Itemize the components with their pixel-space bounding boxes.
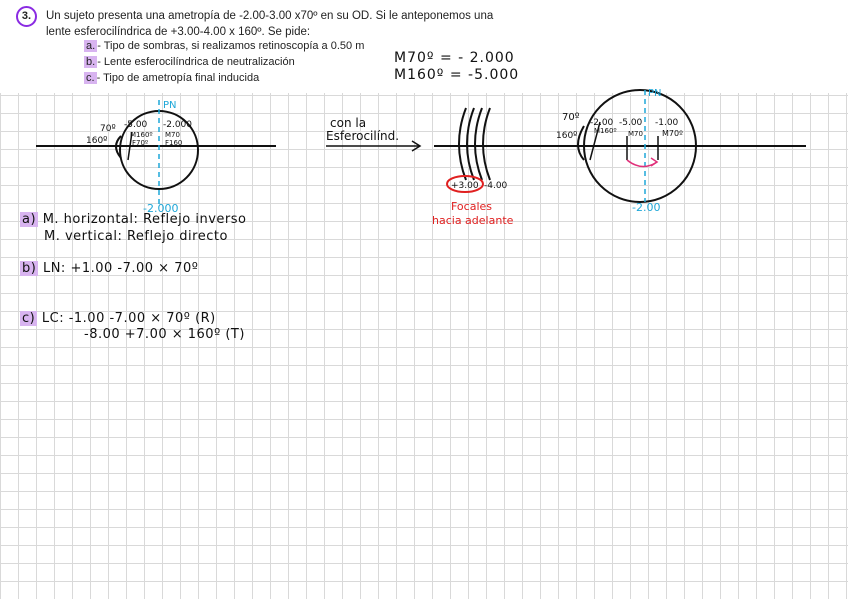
lens-curve-2	[466, 107, 475, 181]
right-m70b: M70º	[662, 129, 683, 138]
left-m70: M70	[165, 131, 180, 139]
problem-statement: Un sujeto presenta una ametropía de -2.0…	[46, 8, 516, 40]
lens-focales: Focales	[451, 200, 492, 213]
statement-line-2: lente esferocilíndrica de +3.00-4.00 x 1…	[46, 26, 311, 38]
problem-items: a.- Tipo de sombras, si realizamos retin…	[84, 38, 364, 86]
meridian-160: M160º = -5.000	[394, 67, 520, 83]
answer-c-line-2: -8.00 +7.00 × 160º (T)	[84, 327, 245, 342]
left-cornea	[115, 135, 122, 159]
left-deg160: 160º	[86, 136, 107, 146]
right-val-500: -5.00	[619, 118, 643, 128]
right-deg70: 70º	[562, 112, 580, 123]
lens-val-300: +3.00	[451, 181, 479, 191]
left-val-2000: -2.000	[163, 120, 192, 130]
left-f70: F70º	[132, 139, 148, 147]
left-m160: M160º	[130, 131, 153, 139]
arrow-text-1: con la	[330, 116, 366, 130]
answer-a-line-2: M. vertical: Reflejo directo	[44, 229, 228, 244]
answer-a-line-1: a) M. horizontal: Reflejo inverso	[20, 212, 247, 227]
right-eye-circle	[583, 89, 697, 203]
right-m160: M160º	[594, 127, 617, 135]
lens-curve-1	[458, 107, 467, 181]
right-meridian-mark	[589, 121, 601, 161]
header-area	[0, 0, 848, 93]
answer-b: b) LN: +1.00 -7.00 × 70º	[20, 261, 199, 276]
lens-highlight-circle	[446, 175, 484, 193]
left-bottom-value: -2.000	[143, 202, 178, 215]
answer-c-line-1: c) LC: -1.00 -7.00 × 70º (R)	[20, 311, 216, 326]
left-meridian-mark	[127, 131, 133, 161]
right-val-100: -1.00	[655, 118, 679, 128]
right-deg160: 160º	[556, 131, 577, 141]
item-c: c.- Tipo de ametropía final inducida	[84, 72, 260, 84]
right-pn-label: PN	[648, 88, 662, 99]
left-val-500: -5.00	[124, 120, 148, 130]
left-f160: F160	[165, 139, 182, 147]
right-shift-arrowhead-icon	[650, 157, 659, 167]
right-m70: M70	[628, 130, 643, 138]
arrow-head-icon	[411, 140, 422, 152]
lens-curve-4	[482, 107, 491, 181]
meridian-values: M70º = - 2.000 M160º = -5.000	[394, 50, 519, 84]
arrow-text-2: Esferocilínd.	[326, 129, 399, 143]
lens-val-400: -4.00	[484, 181, 508, 191]
item-b: b.- Lente esferocilíndrica de neutraliza…	[84, 56, 295, 68]
right-val-200a: -2.00	[590, 118, 614, 128]
lens-curve-3	[474, 107, 483, 181]
right-bottom-value: -2.00	[632, 201, 660, 214]
meridian-70: M70º = - 2.000	[394, 50, 515, 66]
item-a: a.- Tipo de sombras, si realizamos retin…	[84, 40, 365, 52]
right-cornea	[577, 125, 585, 161]
lens-hacia: hacia adelante	[432, 214, 514, 227]
statement-line-1: Un sujeto presenta una ametropía de -2.0…	[46, 10, 494, 22]
problem-number: 3.	[16, 6, 37, 27]
left-deg70: 70º	[100, 124, 116, 134]
left-pn-label: PN	[163, 100, 177, 111]
